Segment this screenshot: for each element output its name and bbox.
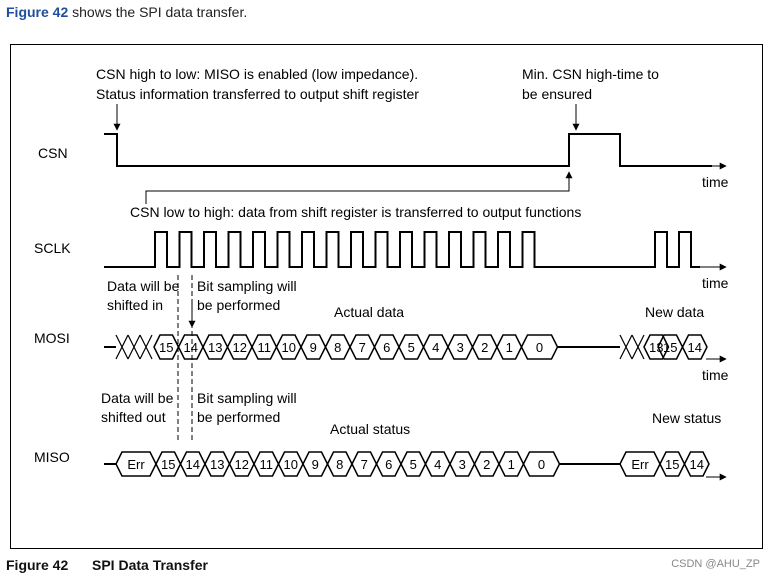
mosi-cell-label: 14 bbox=[184, 340, 198, 355]
miso-new-cell-label: Err bbox=[631, 457, 649, 472]
miso-cell-label: 12 bbox=[235, 457, 249, 472]
mosi-cell-label: 6 bbox=[383, 340, 390, 355]
miso-new-cell-label: 14 bbox=[690, 457, 704, 472]
mosi-cell-label: 1 bbox=[506, 340, 513, 355]
caption-label: Figure 42 bbox=[6, 557, 69, 573]
miso-cell-label: 15 bbox=[161, 457, 175, 472]
csn-waveform bbox=[104, 133, 712, 167]
mosi-cell-label: 5 bbox=[408, 340, 415, 355]
figure-reference-link[interactable]: Figure 42 bbox=[6, 4, 69, 20]
miso-cell-label: 4 bbox=[434, 457, 441, 472]
mosi-label: MOSI bbox=[34, 330, 70, 346]
mosi-cell-label: 8 bbox=[334, 340, 341, 355]
mosi-cell-label: 9 bbox=[310, 340, 317, 355]
min-csn-note-line1: Min. CSN high-time to bbox=[522, 66, 659, 82]
actual-data-label: Actual data bbox=[334, 304, 404, 320]
miso-shift-note-line2: shifted out bbox=[101, 409, 166, 425]
csn-high-low-note-line1: CSN high to low: MISO is enabled (low im… bbox=[96, 66, 418, 82]
mosi-cell-label: 7 bbox=[359, 340, 366, 355]
miso-cell-label: 11 bbox=[260, 457, 274, 472]
miso-cell-label: 1 bbox=[508, 457, 515, 472]
csn-low-high-note: CSN low to high: data from shift registe… bbox=[130, 204, 581, 220]
watermark: CSDN @AHU_ZP bbox=[671, 558, 760, 570]
new-data-label: New data bbox=[645, 304, 704, 320]
bus-undefined-crossing bbox=[631, 334, 645, 360]
mosi-new-cell-shape bbox=[681, 334, 708, 360]
csn-high-low-note-line2: Status information transferred to output… bbox=[96, 86, 419, 102]
mosi-cell-label: 2 bbox=[481, 340, 488, 355]
bus-undefined-crossing bbox=[619, 334, 633, 360]
sclk-waveform bbox=[104, 231, 700, 268]
csn-rise-arrow bbox=[145, 171, 573, 204]
bus-undefined-crossing bbox=[115, 334, 129, 360]
diagram-frame bbox=[10, 44, 763, 549]
mosi-sampling-note-line1: Bit sampling will bbox=[197, 278, 297, 294]
miso-cell-label: 3 bbox=[459, 457, 466, 472]
mosi-cell-label: 0 bbox=[536, 340, 543, 355]
mosi-sampling-note-line2: be performed bbox=[197, 297, 280, 313]
csn-label: CSN bbox=[38, 145, 68, 161]
miso-label: MISO bbox=[34, 449, 70, 465]
mosi-cell-label: 15 bbox=[159, 340, 173, 355]
miso-cell-label: 9 bbox=[312, 457, 319, 472]
mosi-shift-note-line2: shifted in bbox=[107, 297, 163, 313]
mosi-cell-label: 12 bbox=[233, 340, 247, 355]
bus-undefined-crossing bbox=[139, 334, 153, 360]
intro-text: Figure 42 shows the SPI data transfer. bbox=[6, 4, 247, 20]
actual-status-label: Actual status bbox=[330, 421, 410, 437]
mosi-cell-label: 11 bbox=[258, 340, 272, 355]
miso-new-cell-label: 15 bbox=[665, 457, 679, 472]
miso-cell-label: 2 bbox=[483, 457, 490, 472]
new-status-label: New status bbox=[652, 410, 721, 426]
mosi-cell-label: 10 bbox=[282, 340, 296, 355]
mosi-cell-label: 3 bbox=[457, 340, 464, 355]
mosi-cell-label: 13 bbox=[208, 340, 222, 355]
miso-new-cell-shape bbox=[683, 451, 710, 477]
mosi-new-cell-label: 15 bbox=[663, 340, 677, 355]
miso-cell-label: 8 bbox=[336, 457, 343, 472]
miso-sampling-note-line2: be performed bbox=[197, 409, 280, 425]
miso-cell-label: 6 bbox=[385, 457, 392, 472]
sclk-time-label: time bbox=[702, 275, 729, 291]
mosi-shift-note-line1: Data will be bbox=[107, 278, 180, 294]
miso-cell-label: 14 bbox=[186, 457, 200, 472]
min-csn-note-line2: be ensured bbox=[522, 86, 592, 102]
miso-cell-label: 7 bbox=[361, 457, 368, 472]
sclk-label: SCLK bbox=[34, 240, 71, 256]
miso-cell-label: 0 bbox=[538, 457, 545, 472]
miso-sampling-note-line1: Bit sampling will bbox=[197, 390, 297, 406]
mosi-new-cell-label: 14 bbox=[688, 340, 702, 355]
miso-cell-label: 5 bbox=[410, 457, 417, 472]
figure-caption: Figure 42 SPI Data Transfer bbox=[6, 557, 208, 573]
miso-cell-label: Err bbox=[127, 457, 145, 472]
miso-shift-note-line1: Data will be bbox=[101, 390, 174, 406]
mosi-cell-label: 4 bbox=[432, 340, 439, 355]
intro-sentence: shows the SPI data transfer. bbox=[68, 4, 248, 20]
csn-time-label: time bbox=[702, 174, 729, 190]
mosi-time-label: time bbox=[702, 367, 729, 383]
mosi-new-cell-shape bbox=[643, 334, 670, 360]
caption-title: SPI Data Transfer bbox=[92, 557, 208, 573]
miso-cell-label: 13 bbox=[210, 457, 224, 472]
bus-undefined-crossing bbox=[127, 334, 141, 360]
miso-cell-label: 10 bbox=[284, 457, 298, 472]
